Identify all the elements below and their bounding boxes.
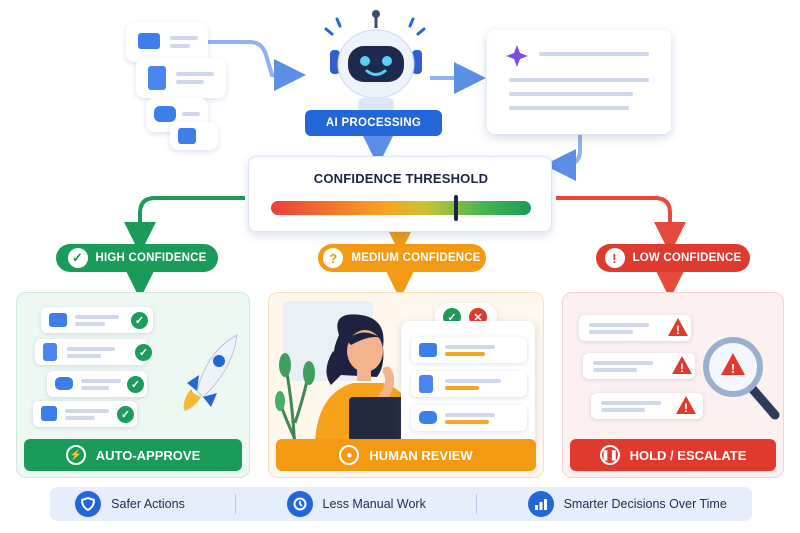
- document-input-card: [136, 58, 226, 98]
- action-label: HUMAN REVIEW: [369, 447, 473, 463]
- warning-icon: !: [672, 356, 692, 375]
- warning-icon: !: [676, 396, 696, 415]
- check-icon: ✓: [117, 406, 134, 423]
- spreadsheet-icon: [41, 406, 57, 421]
- list-item: [35, 339, 147, 365]
- list-item: [47, 371, 147, 397]
- threshold-marker[interactable]: [453, 195, 458, 221]
- review-queue-card: [401, 321, 535, 447]
- medium-confidence-pill: ? MEDIUM CONFIDENCE: [318, 244, 486, 272]
- bar-chart-icon: [527, 491, 554, 517]
- ai-output-card: [487, 30, 671, 134]
- threshold-gradient-bar: [271, 195, 531, 221]
- svg-text:!: !: [680, 361, 684, 375]
- check-icon: ✓: [131, 312, 148, 329]
- plant-icon: [275, 353, 315, 453]
- list-item: [411, 405, 527, 431]
- question-icon: ?: [323, 248, 344, 268]
- svg-text:!: !: [731, 361, 735, 376]
- threshold-title: CONFIDENCE THRESHOLD: [313, 171, 489, 186]
- benefit-label: Safer Actions: [111, 497, 185, 511]
- check-circle-icon: ✓: [67, 248, 88, 268]
- rocket-icon: [183, 334, 238, 411]
- email-icon: [138, 33, 160, 49]
- high-confidence-pill: ✓ HIGH CONFIDENCE: [56, 244, 218, 272]
- benefit-safer-actions: Safer Actions: [75, 491, 185, 517]
- bolt-icon: ⚡: [65, 445, 86, 465]
- email-input-card: [126, 22, 208, 62]
- confidence-threshold-card: CONFIDENCE THRESHOLD: [248, 156, 552, 232]
- chat-bubble-icon: [154, 106, 176, 122]
- list-item: [411, 337, 527, 363]
- document-icon: [148, 66, 166, 90]
- benefit-less-manual-work: Less Manual Work: [286, 491, 426, 517]
- pill-label: LOW CONFIDENCE: [632, 252, 742, 264]
- check-icon: ✓: [135, 344, 152, 361]
- action-label: AUTO-APPROVE: [95, 447, 201, 463]
- list-item: [411, 371, 527, 397]
- spreadsheet-input-card: [170, 122, 218, 150]
- human-review-button[interactable]: ● HUMAN REVIEW: [276, 439, 536, 471]
- low-confidence-pill: ! LOW CONFIDENCE: [596, 244, 750, 272]
- sparkle-icon: [506, 45, 528, 67]
- svg-text:!: !: [676, 323, 680, 337]
- chat-bubble-icon: [419, 411, 437, 424]
- chat-bubble-icon: [55, 377, 73, 390]
- pill-label: MEDIUM CONFIDENCE: [351, 252, 481, 264]
- auto-approve-button[interactable]: ⚡ AUTO-APPROVE: [24, 439, 242, 471]
- pill-label: HIGH CONFIDENCE: [95, 252, 207, 264]
- spreadsheet-icon: [178, 128, 196, 144]
- benefit-label: Smarter Decisions Over Time: [563, 497, 727, 511]
- benefits-bar: Safer Actions Less Manual Work Smarter D…: [50, 487, 752, 521]
- ai-robot: [318, 8, 434, 118]
- list-item: [583, 353, 695, 379]
- email-icon: [419, 343, 437, 357]
- email-icon: [49, 313, 67, 327]
- document-icon: [419, 375, 433, 393]
- pause-icon: ❚❚: [599, 445, 620, 465]
- hold-escalate-button[interactable]: ❚❚ HOLD / ESCALATE: [570, 439, 776, 471]
- action-label: HOLD / ESCALATE: [629, 447, 747, 463]
- svg-text:!: !: [684, 401, 688, 415]
- check-icon: ✓: [127, 376, 144, 393]
- benefit-smarter-decisions: Smarter Decisions Over Time: [527, 491, 727, 517]
- ai-processing-label: AI PROCESSING: [305, 110, 442, 136]
- clock-icon: [286, 491, 313, 517]
- list-item: [579, 315, 691, 341]
- shield-icon: [75, 491, 102, 517]
- divider: [476, 494, 478, 514]
- magnifying-glass-icon: !: [703, 337, 780, 420]
- divider: [235, 494, 237, 514]
- warning-icon: !: [668, 318, 688, 337]
- warning-icon: !: [604, 248, 625, 268]
- benefit-label: Less Manual Work: [322, 497, 426, 511]
- robot-icon: [324, 10, 426, 112]
- person-icon: ●: [339, 445, 360, 465]
- document-icon: [43, 343, 57, 361]
